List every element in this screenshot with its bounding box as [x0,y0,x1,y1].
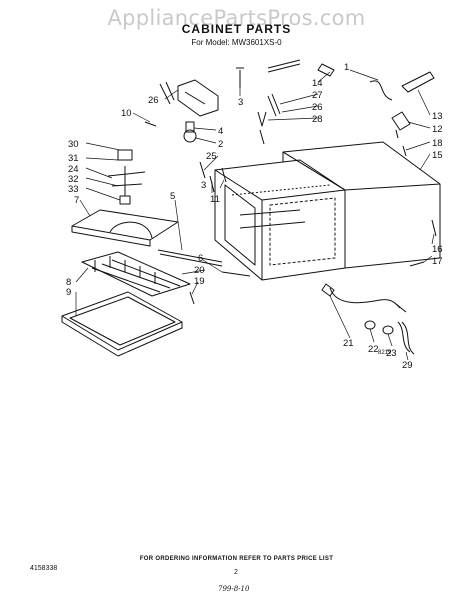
label-10: 10 [121,108,132,119]
outer-cabinet-wrapper [282,141,441,269]
document-number: 4158338 [30,565,58,572]
diagram-title: CABINET PARTS [181,22,292,36]
right-upper-parts [257,59,435,145]
small-fasteners [189,271,251,305]
figure-code: 8219 [378,350,392,356]
label-16: 16 [432,244,443,255]
label-22: 22 [368,344,379,355]
wire-rack [81,251,191,297]
label-27: 27 [312,90,323,101]
leader-lines [75,69,435,361]
label-23: 23 [386,348,397,359]
label-30: 30 [68,139,79,150]
cord-bushings [364,320,415,355]
label-4: 4 [218,126,223,137]
label-9: 9 [66,287,71,298]
page-number: 2 [234,569,238,576]
rod-part [157,249,223,267]
label-8: 8 [66,277,71,288]
label-33: 33 [68,184,79,195]
power-cord [321,283,407,313]
label-2: 2 [218,139,223,150]
label-13: 13 [432,111,443,122]
label-29: 29 [402,360,413,371]
label-14: 14 [312,78,323,89]
label-32: 32 [68,174,79,185]
label-5: 5 [170,191,175,202]
label-31: 31 [68,153,79,164]
model-subtitle: For Model: MW3601XS-0 [191,38,282,47]
ordering-footer: FOR ORDERING INFORMATION REFER TO PARTS … [139,556,334,562]
label-15: 15 [432,150,443,161]
shelf-support-tray [71,209,179,247]
label-1: 1 [344,62,349,73]
label-24: 24 [68,164,79,175]
label-26: 26 [148,95,159,106]
watermark-text: AppliancePartsPros.com [107,6,366,30]
label-7: 7 [74,195,79,206]
label-25: 25 [206,151,217,162]
label-11: 11 [210,194,220,205]
label-19: 19 [194,276,205,287]
label-28: 28 [312,114,323,125]
label-6: 6 [198,253,203,264]
label-3-lower: 3 [201,180,206,191]
handwritten-note: 799-8-10 [218,585,250,593]
label-3: 3 [238,97,243,108]
glass-tray [61,291,183,357]
label-21: 21 [343,338,354,349]
label-26-right: 26 [312,102,323,113]
stirrer-assembly [107,149,146,205]
screws-right [402,145,437,267]
label-12: 12 [432,124,443,135]
oven-cavity-chassis [214,159,346,281]
label-20: 20 [194,265,205,276]
top-bracket-assembly [159,79,219,143]
label-18: 18 [432,138,443,149]
label-17: 17 [432,256,443,267]
